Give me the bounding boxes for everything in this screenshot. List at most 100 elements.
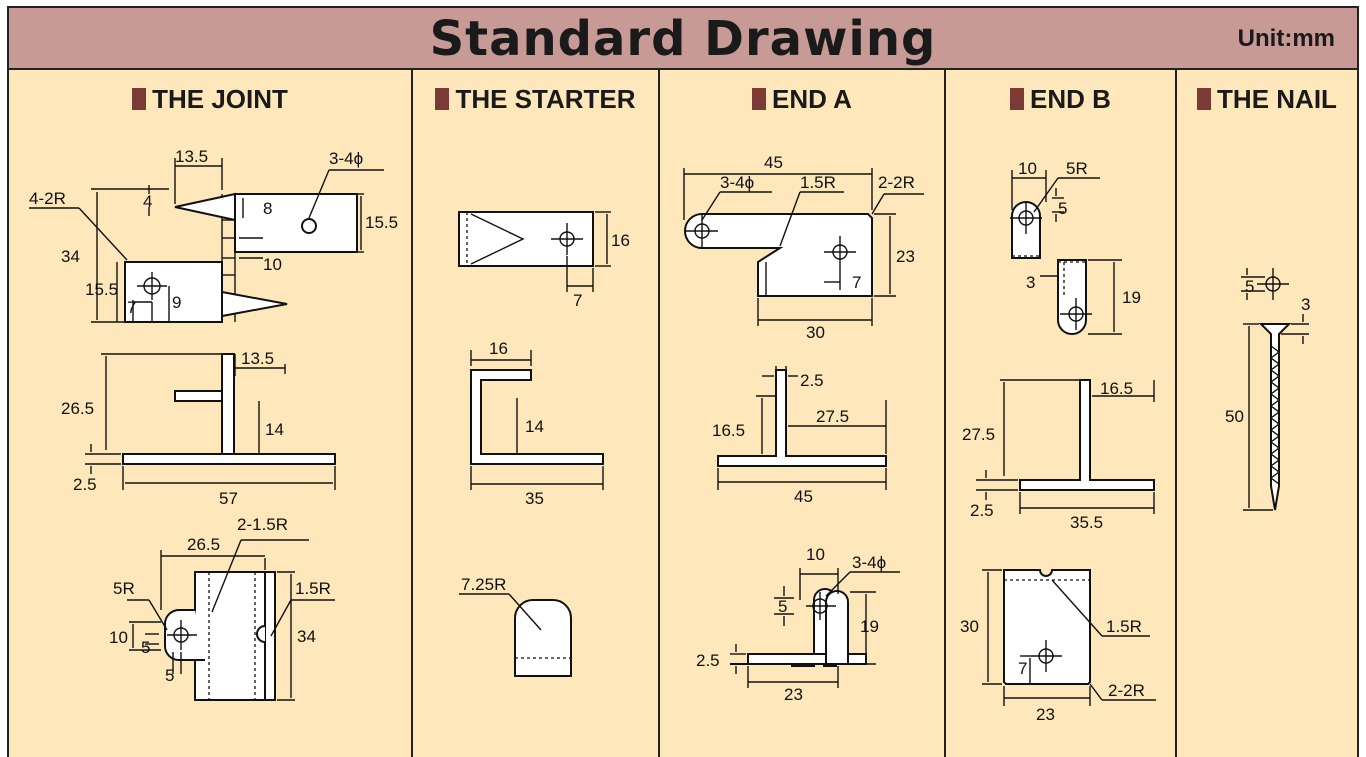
dim-label: 26.5: [61, 399, 94, 418]
dim-label: 10: [263, 255, 282, 274]
dim-label: 14: [265, 420, 284, 439]
dim-label: 16: [489, 339, 508, 358]
bullet-square-icon: [752, 88, 767, 110]
dim-label: 35: [525, 489, 544, 508]
header-bar: Standard Drawing Unit:mm: [7, 6, 1359, 70]
dim-label: 3: [1026, 273, 1035, 292]
panel-title-nail: THE NAIL: [1177, 84, 1357, 115]
dim-label: 4-2R: [29, 189, 66, 208]
panel-starter: THE STARTER 16 7 16 14 35: [413, 70, 660, 757]
starter-drawings: 16 7 16 14 35 7.25R: [458, 211, 630, 677]
dim-label: 7: [852, 273, 861, 292]
dim-label: 16.5: [1100, 379, 1133, 398]
unit-label: Unit:mm: [1237, 25, 1335, 52]
dim-label: 27.5: [962, 425, 995, 444]
end-a-bottom-view: [730, 568, 900, 688]
dim-label: 2.5: [970, 501, 994, 520]
dim-label: 14: [525, 417, 544, 436]
dim-label: 3-4ϕ: [720, 173, 754, 192]
dim-label: 23: [784, 685, 803, 704]
dim-label: 16: [611, 231, 630, 250]
end-b-drawings: 10 5R 5 3 19 16.5 27.5 2.5 35.5: [960, 159, 1156, 724]
dim-label: 23: [1036, 705, 1055, 724]
panel-end-b: END B 10 5R 5 3: [946, 70, 1177, 757]
dim-label: 7: [1018, 659, 1027, 678]
dim-label: 3: [1301, 295, 1310, 314]
end-a-drawings: 45 3-4ϕ 1.5R 2-2R 23 7 30 2.5 16.5 27.5 …: [683, 153, 924, 704]
dim-label: 7.25R: [461, 575, 506, 594]
dim-label: 34: [297, 627, 316, 646]
dim-label: 57: [219, 489, 238, 508]
dim-label: 19: [1122, 288, 1141, 307]
dim-label: 5R: [1066, 159, 1088, 178]
panel-title-end-a: END A: [660, 84, 944, 115]
starter-side-view: [470, 350, 604, 490]
joint-side-view: [85, 353, 336, 490]
dim-label: 9: [172, 293, 181, 312]
dim-label: 27.5: [816, 407, 849, 426]
dim-label: 45: [764, 153, 783, 172]
starter-cap-view: [459, 593, 572, 677]
panel-title-text: END B: [1030, 84, 1111, 114]
end-a-top-view: [683, 168, 924, 326]
dim-label: 2.5: [73, 475, 97, 494]
panel-title-joint: THE JOINT: [9, 84, 411, 115]
dim-label: 3-4ϕ: [852, 553, 886, 572]
panel-nail: THE NAIL 5 3 50: [1177, 70, 1359, 757]
dim-label: 8: [263, 199, 272, 218]
dim-label: 30: [806, 323, 825, 342]
bullet-square-icon: [435, 88, 450, 110]
dim-label: 5R: [113, 579, 135, 598]
dim-label: 1.5R: [800, 173, 836, 192]
dim-label: 10: [1018, 159, 1037, 178]
dim-label: 1.5R: [295, 579, 331, 598]
dim-label: 5: [778, 597, 787, 616]
dim-label: 2.5: [800, 371, 824, 390]
dim-label: 5: [1245, 277, 1254, 296]
nail-drawings: 5 3 50: [1225, 268, 1310, 511]
dim-label: 19: [860, 617, 879, 636]
panel-joint: THE JOINT: [7, 70, 413, 757]
dim-label: 50: [1225, 407, 1244, 426]
bullet-square-icon: [1010, 88, 1025, 110]
dim-label: 5: [1058, 199, 1067, 218]
dim-label: 10: [109, 628, 128, 647]
dim-label: 30: [960, 617, 979, 636]
dim-label: 2-2R: [1108, 681, 1145, 700]
panel-title-end-b: END B: [946, 84, 1175, 115]
joint-top-view: [29, 158, 384, 323]
dim-label: 15.5: [85, 280, 118, 299]
end-b-top-view: [1010, 170, 1122, 335]
end-b-bottom-view: [982, 569, 1156, 706]
dim-label: 7: [127, 298, 136, 317]
end-a-side-view: [717, 366, 887, 490]
dim-label: 15.5: [365, 213, 398, 232]
dim-label: 1.5R: [1106, 617, 1142, 636]
nail-top-view: [1241, 268, 1289, 300]
dim-label: 13.5: [241, 349, 274, 368]
starter-top-view: [458, 211, 611, 292]
dim-label: 16.5: [712, 421, 745, 440]
dim-label: 5: [141, 638, 150, 657]
panel-title-text: END A: [772, 84, 852, 114]
dim-label: 5: [165, 666, 174, 685]
dim-label: 23: [896, 247, 915, 266]
dim-label: 2-2R: [878, 173, 915, 192]
joint-drawings: 13.5 3-4ϕ 4 8 4-2R 15.5 34 10 15.5 7 9: [29, 147, 398, 701]
panel-title-text: THE STARTER: [455, 84, 636, 114]
dim-label: 3-4ϕ: [329, 149, 363, 168]
panel-title-text: THE NAIL: [1217, 84, 1337, 114]
panel-end-a: END A 45 3-4ϕ 1.5R 2-2R 23 7: [660, 70, 946, 757]
dim-label: 2-1.5R: [237, 515, 288, 534]
page-title: Standard Drawing: [429, 11, 937, 67]
bullet-square-icon: [1197, 88, 1212, 110]
panel-title-text: THE JOINT: [152, 84, 288, 114]
nail-side-view: [1243, 314, 1309, 511]
dim-label: 26.5: [187, 535, 220, 554]
bullet-square-icon: [132, 88, 147, 110]
joint-bottom-view: [127, 539, 335, 701]
dim-label: 13.5: [175, 147, 208, 166]
end-b-side-view: [976, 379, 1155, 514]
dim-label: 4: [143, 192, 152, 211]
